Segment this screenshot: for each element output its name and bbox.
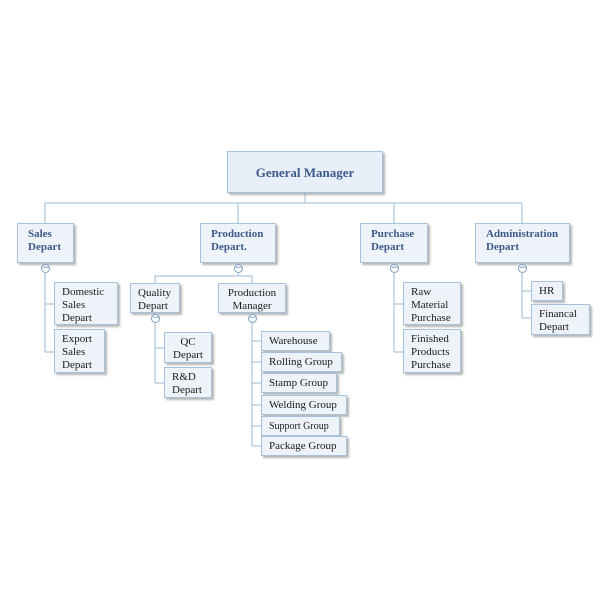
- sales-depart-node[interactable]: Sales Depart: [17, 223, 74, 263]
- rnd-depart-node[interactable]: R&D Depart: [164, 367, 212, 398]
- rolling-group-node[interactable]: Rolling Group: [261, 352, 342, 372]
- stamp-group-node[interactable]: Stamp Group: [261, 373, 337, 393]
- qc-depart-node[interactable]: QC Depart: [164, 332, 212, 363]
- sales-collapse-icon[interactable]: −: [41, 263, 50, 273]
- quality-depart-node[interactable]: Quality Depart: [130, 283, 180, 313]
- domestic-sales-depart-node[interactable]: Domestic Sales Depart: [54, 282, 118, 325]
- package-group-node[interactable]: Package Group: [261, 436, 347, 456]
- purchase-collapse-icon[interactable]: −: [390, 263, 399, 273]
- production-collapse-icon[interactable]: −: [234, 263, 243, 273]
- production-depart-node[interactable]: Production Depart.: [200, 223, 276, 263]
- production-manager-node[interactable]: Production Manager: [218, 283, 286, 313]
- quality-collapse-icon[interactable]: −: [151, 313, 160, 323]
- welding-group-node[interactable]: Welding Group: [261, 395, 347, 415]
- raw-material-purchase-node[interactable]: Raw Material Purchase: [403, 282, 461, 325]
- purchase-depart-node[interactable]: Purchase Depart: [360, 223, 428, 263]
- administration-collapse-icon[interactable]: −: [518, 263, 527, 273]
- hr-node[interactable]: HR: [531, 281, 563, 301]
- general-manager-node[interactable]: General Manager: [227, 151, 383, 193]
- export-sales-depart-node[interactable]: Export Sales Depart: [54, 329, 105, 373]
- warehouse-node[interactable]: Warehouse: [261, 331, 330, 351]
- production-manager-collapse-icon[interactable]: −: [248, 313, 257, 323]
- finished-products-purchase-node[interactable]: Finished Products Purchase: [403, 329, 461, 373]
- support-group-node[interactable]: Support Group: [261, 416, 340, 436]
- financal-depart-node[interactable]: Financal Depart: [531, 304, 590, 335]
- administration-depart-node[interactable]: Administration Depart: [475, 223, 570, 263]
